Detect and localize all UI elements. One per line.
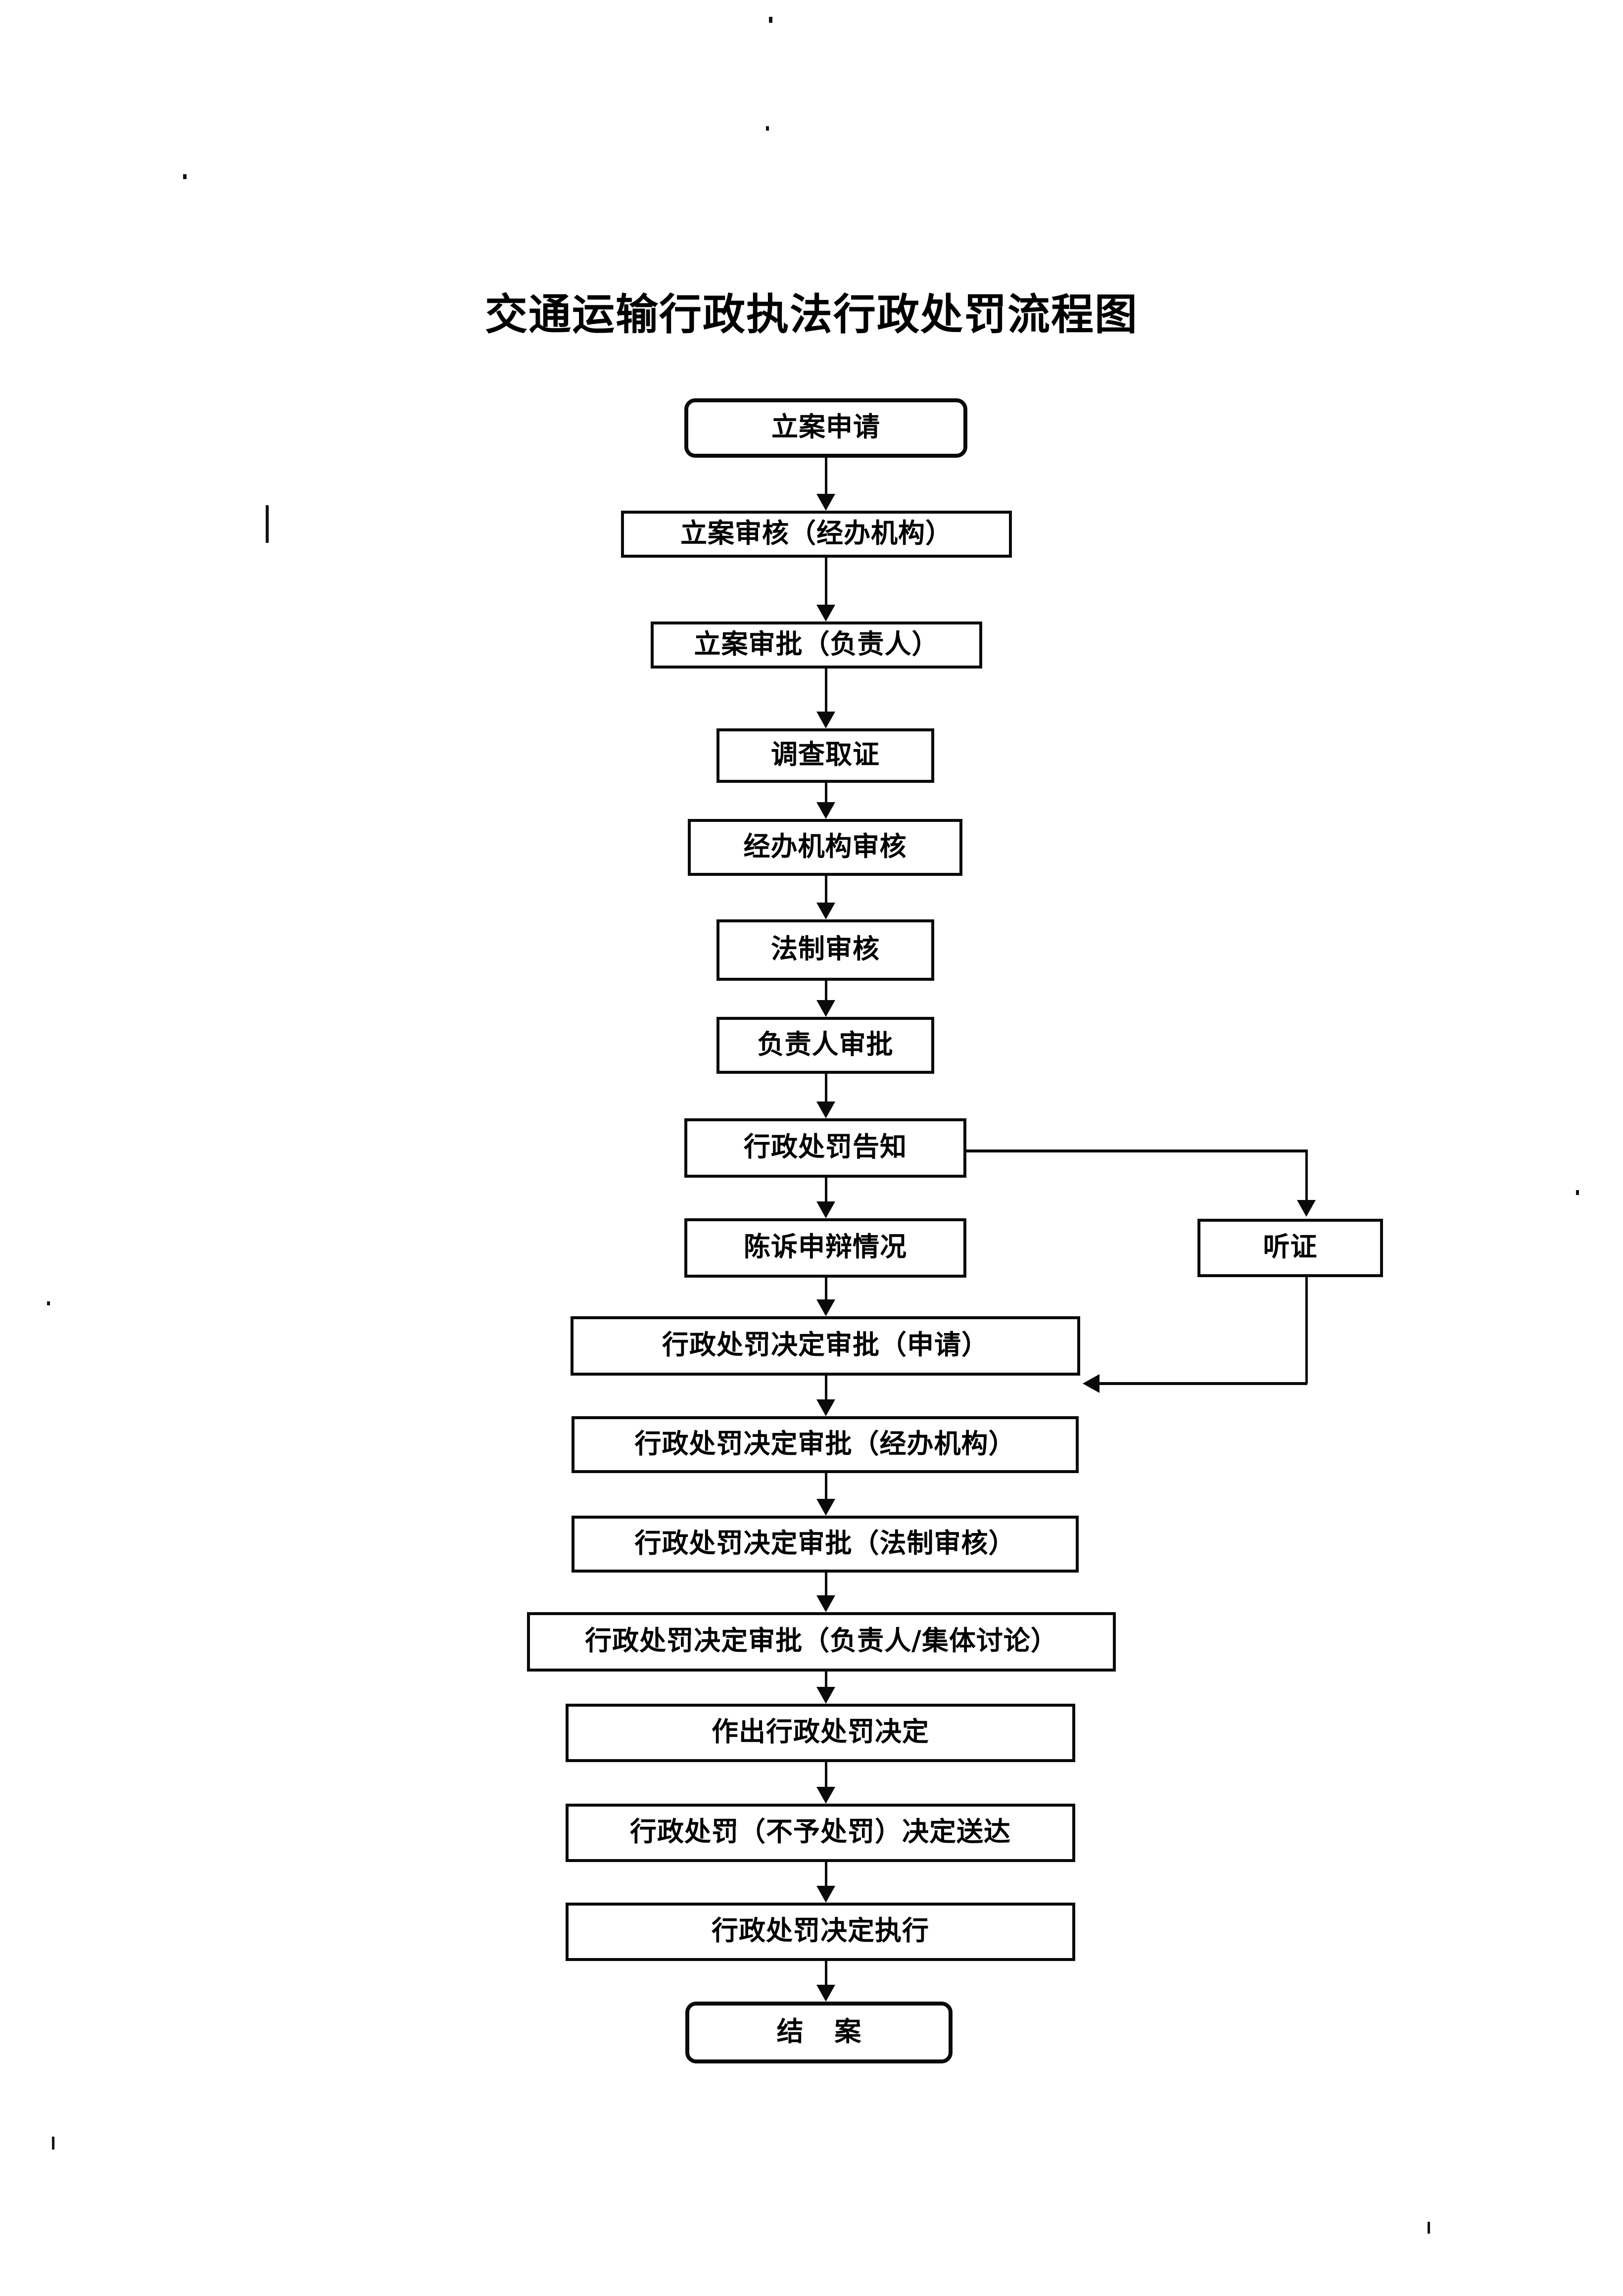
edge-arrowhead-n10-n11 xyxy=(816,1299,835,1316)
edge-line-n4-n5 xyxy=(825,783,827,802)
edge-arrowhead-n2-n3 xyxy=(816,605,835,622)
edge-line-n13-n14 xyxy=(825,1573,827,1595)
edge-arrowhead-n8-n9 xyxy=(1297,1200,1316,1217)
flow-node-label: 法制审核 xyxy=(771,933,880,964)
flow-node-label: 立案审核（经办机构） xyxy=(680,517,953,549)
edge-arrowhead-n9-n11 xyxy=(1083,1374,1099,1393)
scan-artifact-speck xyxy=(766,126,769,131)
edge-arrowhead-n16-n17 xyxy=(816,1886,835,1903)
flow-node-decision-approval-agency[interactable]: 行政处罚决定审批（经办机构） xyxy=(572,1416,1079,1473)
flow-node-label: 行政处罚决定审批（法制审核） xyxy=(634,1527,1016,1559)
flow-node-legal-review[interactable]: 法制审核 xyxy=(716,919,934,981)
flow-node-hearing[interactable]: 听证 xyxy=(1197,1219,1383,1277)
flow-node-label: 结 案 xyxy=(776,2015,872,2047)
edge-line-n2-n3 xyxy=(825,558,827,605)
flow-node-agency-review[interactable]: 经办机构审核 xyxy=(688,819,962,876)
edge-line-n16-n17 xyxy=(825,1862,827,1886)
edge-arrowhead-n17-n18 xyxy=(816,1985,835,2002)
edge-arrowhead-n1-n2 xyxy=(816,494,835,511)
flow-node-label: 行政处罚决定审批（申请） xyxy=(662,1329,989,1360)
flow-node-investigation-evidence[interactable]: 调查取证 xyxy=(716,728,934,783)
edge-line-n10-n11 xyxy=(825,1278,827,1299)
flow-node-case-closure[interactable]: 结 案 xyxy=(685,2002,953,2063)
flow-node-label: 行政处罚决定审批（负责人/集体讨论） xyxy=(585,1625,1058,1656)
flow-node-label: 听证 xyxy=(1263,1231,1318,1262)
edge-line-n9-n11-vertical xyxy=(1305,1277,1308,1384)
edge-line-n6-n7 xyxy=(825,981,827,1000)
edge-line-n12-n13 xyxy=(825,1473,827,1499)
edge-arrowhead-n11-n12 xyxy=(816,1399,835,1416)
edge-arrowhead-n13-n14 xyxy=(816,1595,835,1612)
edge-line-n5-n6 xyxy=(825,876,827,903)
edge-line-n9-n11-horizontal xyxy=(1099,1382,1307,1385)
flow-node-case-filing-application[interactable]: 立案申请 xyxy=(684,398,967,458)
flow-node-decision-execution[interactable]: 行政处罚决定执行 xyxy=(566,1903,1075,1961)
flow-node-label: 调查取证 xyxy=(771,739,880,770)
flow-node-statement-defense[interactable]: 陈诉申辩情况 xyxy=(684,1218,966,1278)
edge-line-n11-n12 xyxy=(825,1376,827,1399)
edge-arrowhead-n14-n15 xyxy=(816,1687,835,1704)
flow-node-make-penalty-decision[interactable]: 作出行政处罚决定 xyxy=(566,1704,1075,1762)
edge-line-n8-n9-vertical xyxy=(1305,1149,1308,1200)
flow-node-label: 作出行政处罚决定 xyxy=(712,1716,929,1747)
flow-node-responsible-person-approval[interactable]: 负责人审批 xyxy=(716,1017,934,1074)
flow-node-label: 行政处罚（不予处罚）决定送达 xyxy=(630,1816,1011,1847)
edge-line-n8-n9-horizontal xyxy=(966,1149,1308,1152)
edge-line-n1-n2 xyxy=(825,458,827,494)
edge-line-n3-n4 xyxy=(825,669,827,712)
edge-arrowhead-n3-n4 xyxy=(816,712,835,728)
scan-artifact-speck xyxy=(47,1301,50,1305)
flow-node-label: 经办机构审核 xyxy=(743,830,907,862)
scan-artifact-speck xyxy=(52,2137,54,2150)
edge-line-n17-n18 xyxy=(825,1961,827,1985)
flow-node-decision-approval-application[interactable]: 行政处罚决定审批（申请） xyxy=(571,1316,1080,1376)
flow-node-label: 行政处罚决定审批（经办机构） xyxy=(634,1428,1016,1459)
flow-node-label: 陈诉申辩情况 xyxy=(744,1231,907,1262)
edge-arrowhead-n15-n16 xyxy=(816,1787,835,1804)
scan-artifact-tick xyxy=(266,505,269,543)
edge-arrowhead-n7-n8 xyxy=(816,1101,835,1118)
edge-line-n14-n15 xyxy=(825,1672,827,1687)
flow-node-decision-approval-legal[interactable]: 行政处罚决定审批（法制审核） xyxy=(572,1516,1079,1573)
edge-arrowhead-n5-n6 xyxy=(816,903,835,919)
edge-line-n15-n16 xyxy=(825,1762,827,1787)
flow-node-label: 立案审批（负责人） xyxy=(694,628,939,660)
flow-node-penalty-notification[interactable]: 行政处罚告知 xyxy=(684,1118,966,1178)
scan-artifact-speck xyxy=(183,174,187,179)
edge-arrowhead-n6-n7 xyxy=(816,1000,835,1017)
edge-line-n8-n10 xyxy=(825,1178,827,1201)
flow-node-label: 负责人审批 xyxy=(757,1028,894,1060)
edge-line-n7-n8 xyxy=(825,1074,827,1101)
scan-artifact-speck xyxy=(1428,2222,1430,2234)
flow-node-case-filing-approval[interactable]: 立案审批（负责人） xyxy=(651,622,982,669)
edge-arrowhead-n8-n10 xyxy=(816,1201,835,1218)
scan-artifact-speck xyxy=(1576,1190,1579,1195)
flow-node-decision-approval-leader-collective[interactable]: 行政处罚决定审批（负责人/集体讨论） xyxy=(527,1612,1116,1672)
flow-node-case-filing-review[interactable]: 立案审核（经办机构） xyxy=(621,511,1012,558)
page-title: 交通运输行政执法行政处罚流程图 xyxy=(485,290,1138,339)
flow-node-label: 行政处罚告知 xyxy=(744,1131,907,1162)
flow-node-label: 立案申请 xyxy=(771,411,880,442)
flow-node-decision-delivery[interactable]: 行政处罚（不予处罚）决定送达 xyxy=(566,1804,1075,1862)
flow-node-label: 行政处罚决定执行 xyxy=(712,1915,929,1946)
scan-artifact-speck xyxy=(769,17,772,23)
edge-arrowhead-n4-n5 xyxy=(816,802,835,819)
edge-arrowhead-n12-n13 xyxy=(816,1499,835,1516)
